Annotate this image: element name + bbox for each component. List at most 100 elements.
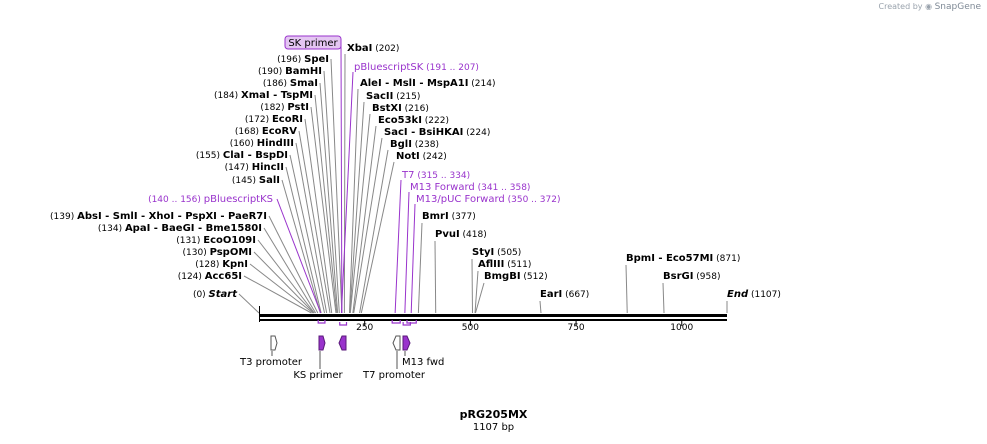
feature-label-m13-forward: M13 Forward (341 .. 358) [410,182,530,193]
enzyme-leader-line [625,264,628,314]
ks-primer-feature: KS primer [293,335,347,381]
enzyme-label-sali: (145) SalI [232,175,280,186]
enzyme-label-styi: StyI (505) [472,247,521,258]
feature-leader-line [340,42,343,314]
enzyme-label-ecori: (172) EcoRI [245,114,303,125]
enzyme-leader-line [360,161,395,314]
t3-promoter-feature: T3 promoter [239,335,303,368]
ks-primer-arrow-icon [318,335,326,351]
feature-leader-line [340,71,354,314]
feature-bracket [406,320,417,324]
enzyme-leader-line [348,88,359,314]
enzyme-label-start: (0) Start [193,289,238,300]
credit-text: Created by [878,2,923,11]
sk-primer-label: SK primer [284,35,342,50]
sk-primer-arrow-icon [338,335,347,351]
enzyme-label-ecoo109i: (131) EcoO109I [176,235,256,246]
enzyme-label-smai: (186) SmaI [263,78,318,89]
m13-fwd-arrow-icon [402,335,411,351]
enzyme-label-sacii: SacII (215) [366,91,420,102]
feature-bracket [317,320,326,324]
enzyme-label-xbai: XbaI (202) [347,43,399,54]
enzyme-label-end: End (1107) [727,289,781,300]
enzyme-leader-line [257,239,315,314]
enzyme-leader-line [249,263,314,314]
enzyme-label-bstxi: BstXI (216) [372,103,429,114]
enzyme-leader-line [417,222,423,314]
ruler-tick-label: 500 [462,323,479,333]
enzyme-label-ecorv: (168) EcoRV [235,126,297,137]
enzyme-leader-line [474,282,485,314]
enzyme-label-bpmi-eco57mi: BpmI - Eco57MI (871) [626,253,740,264]
sequence-length: 1107 bp [472,422,515,433]
enzyme-label-eco53ki: Eco53kI (222) [378,115,449,126]
snapgene-credit: Created by ◉ SnapGene [879,2,982,12]
enzyme-leader-line [352,125,377,314]
m13-fwd-feature: M13 fwd [402,335,444,368]
enzyme-label-bgli: BglI (238) [390,139,439,150]
enzyme-leader-line [281,179,321,314]
t7-promoter-feature: T7 promoter [362,335,426,381]
enzyme-label-acc65i: (124) Acc65I [178,271,242,282]
enzyme-label-pvui: PvuI (418) [435,229,487,240]
enzyme-label-bmri: BmrI (377) [422,211,476,222]
feature-leader-line [394,179,402,314]
enzyme-leader-line [310,106,337,314]
enzyme-leader-line [539,300,542,314]
t3-promoter-arrow-icon [270,335,278,351]
enzyme-leader-line [330,58,343,314]
t7-promoter-arrow-icon [392,335,401,351]
enzyme-leader-line [343,53,346,314]
ruler-tick-label: 1000 [670,323,693,333]
enzyme-leader-line [474,270,479,314]
enzyme-leader-line [314,94,338,314]
enzyme-labels: XbaI (202) (196) SpeI(190) BamHI(186) Sma… [50,43,781,300]
enzyme-label-spei: (196) SpeI [277,54,329,65]
enzyme-leader-line [243,275,312,314]
enzyme-label-xmai-tspmi: (184) XmaI - TspMI [214,90,313,101]
enzyme-leader-line [323,70,340,314]
enzyme-leader-line [434,240,437,314]
ruler-tick-label: 250 [356,323,373,333]
enzyme-label-bsrgi: BsrGI (958) [663,271,721,282]
sequence-backbone: 250 500 750 1000 [259,306,727,333]
enzyme-label-saci-bsihkai: SacI - BsiHKAI (224) [384,127,490,138]
enzyme-leader-line [304,118,333,314]
enzyme-leader-line [319,82,339,314]
enzyme-leader-line [238,293,260,314]
backbone-bottom-strand [259,319,727,321]
enzyme-leader-line [268,215,319,314]
enzyme-label-kpni: (128) KpnI [195,259,248,270]
backbone-top-strand [259,314,727,317]
enzyme-label-bamhi: (190) BamHI [258,66,322,77]
feature-bracket [339,322,348,326]
enzyme-leader-line [349,101,365,314]
enzyme-leader-line [295,142,328,314]
enzyme-label-hincii: (147) HincII [225,162,284,173]
enzyme-label-apai-baegi-bme1580i: (134) ApaI - BaeGI - Bme1580I [98,223,262,234]
feature-name-t7-promoter: T7 promoter [362,370,426,381]
enzyme-label-hindiii: (160) HindIII [230,138,294,149]
enzyme-leader-line [298,130,331,314]
ruler-tick-label: 750 [567,323,584,333]
feature-leader-line [410,203,416,314]
enzyme-leader-line [253,251,315,314]
feature-name-t3-promoter: T3 promoter [239,357,303,368]
feature-label-m13-puc-forward: M13/pUC Forward (350 .. 372) [416,194,560,205]
enzyme-label-afliii: AflIII (511) [478,259,531,270]
feature-leader-line [276,198,322,314]
snapgene-logo-icon: ◉ [925,2,933,11]
credit-brand: SnapGene [934,2,981,12]
enzyme-label-absi-smli-xhoi-pspxi-paer7i: (139) AbsI - SmlI - XhoI - PspXI - PaeR7… [50,211,267,222]
enzyme-label-pspomi: (130) PspOMI [183,247,253,258]
feature-name-m13-fwd: M13 fwd [402,357,444,368]
enzyme-leader-line [263,227,317,314]
enzyme-leader-line [359,149,389,314]
enzyme-label-eari: EarI (667) [540,289,589,300]
feature-leader-line [404,191,410,314]
enzyme-leader-line [289,154,326,314]
enzyme-leader-line [662,282,665,314]
